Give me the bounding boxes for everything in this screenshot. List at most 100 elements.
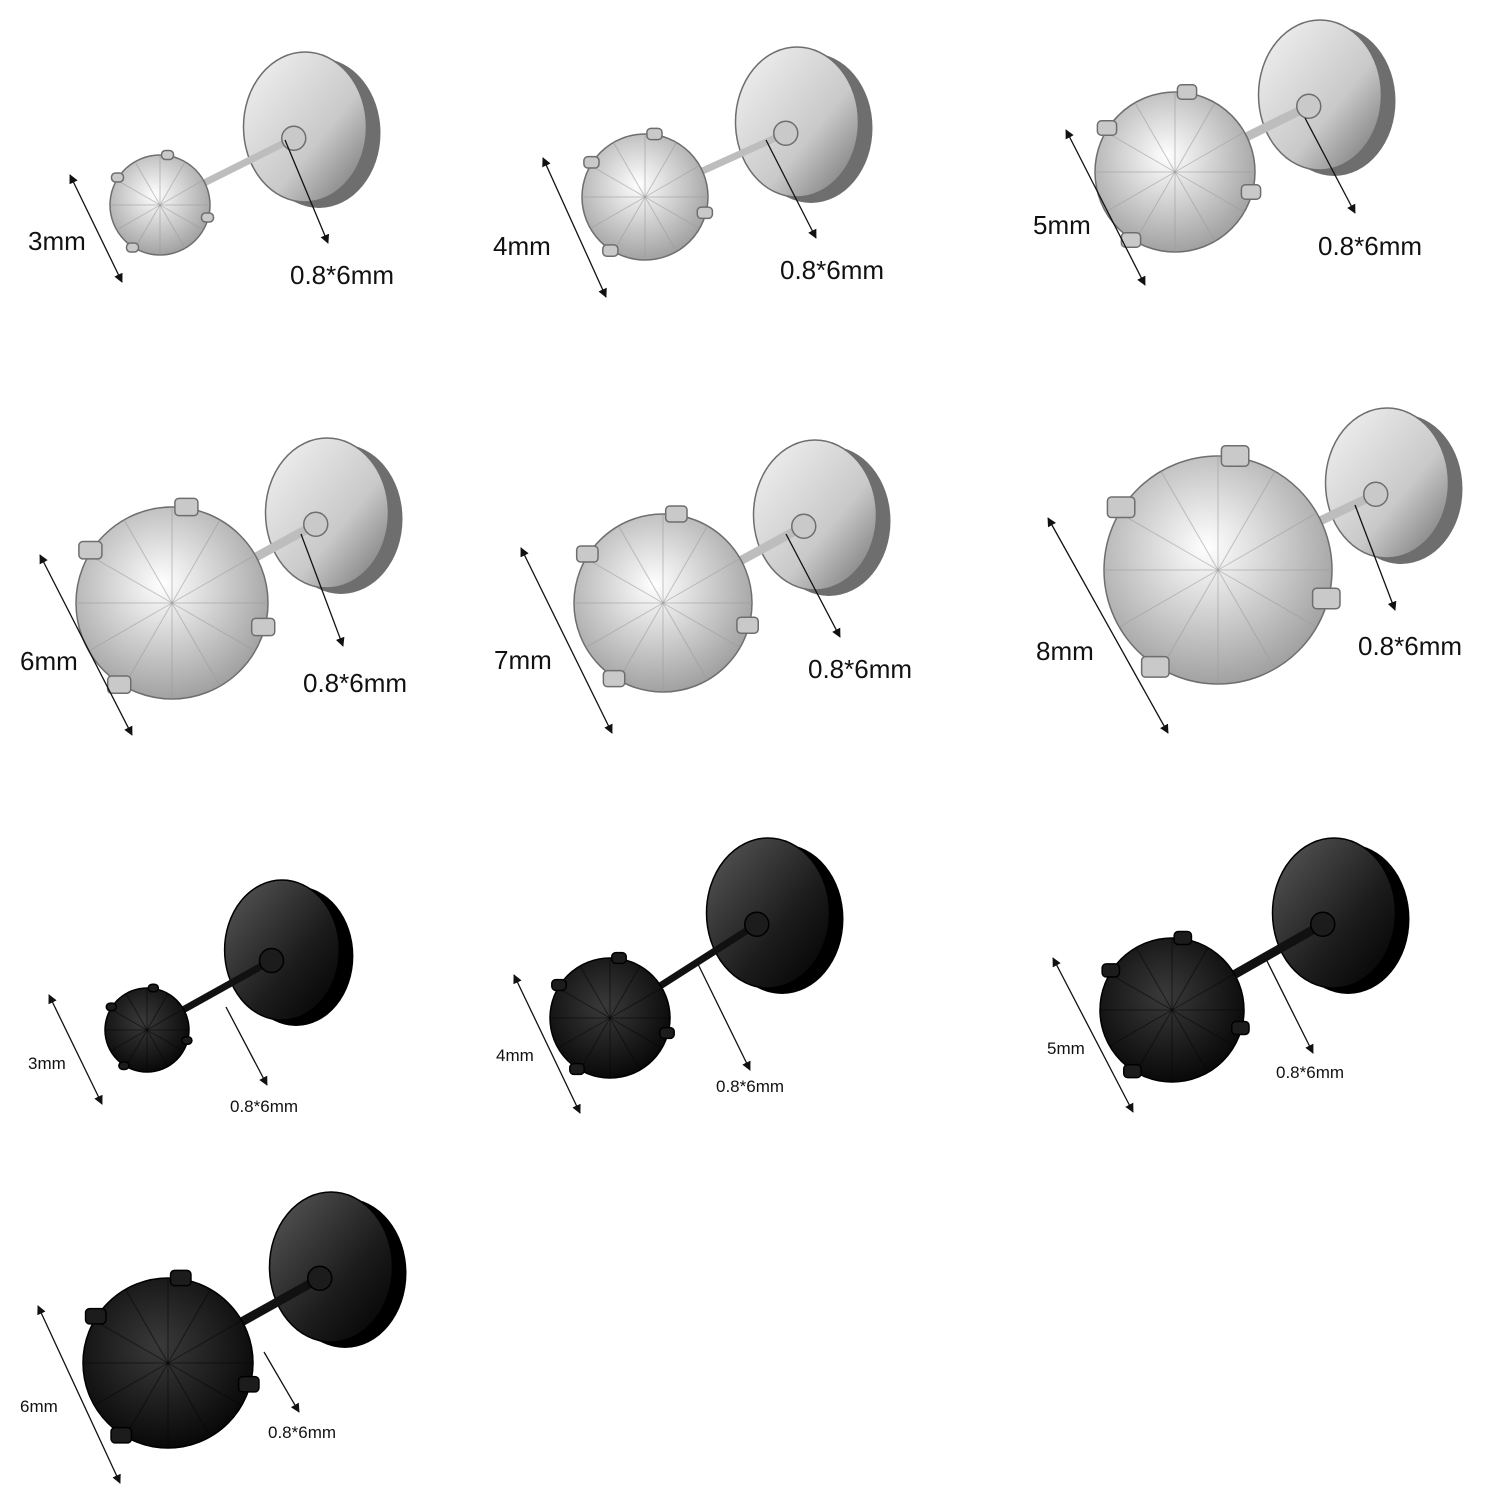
stone-facet [134, 161, 161, 206]
stone-facet [609, 987, 663, 1019]
stone-facet [125, 993, 148, 1031]
prong [250, 617, 276, 637]
stone-facet [167, 1362, 211, 1437]
post-hole [307, 1265, 333, 1291]
post-hole [258, 947, 285, 974]
post-size-arrow [263, 1351, 300, 1413]
stone-facet [1160, 471, 1219, 571]
stone-facet [1171, 973, 1235, 1011]
post-size-label: 0.8*6mm [1276, 1063, 1345, 1082]
stone-facet [146, 1029, 169, 1067]
black-screw-back-icon [705, 837, 831, 989]
prong [237, 1375, 260, 1393]
post-hole [744, 911, 770, 937]
post-size-arrow [695, 959, 751, 1071]
stone-size-label: 3mm [28, 1054, 66, 1073]
prong [110, 1426, 133, 1444]
stone-facet [110, 1029, 148, 1052]
stone-facet [1135, 947, 1173, 1011]
post-size-arrow [1304, 117, 1356, 214]
post-size-label: 0.8*6mm [780, 255, 885, 285]
post-size-label: 0.8*6mm [303, 668, 408, 698]
post-size-label: 0.8*6mm [1358, 631, 1463, 661]
stone-facet [1174, 131, 1245, 173]
stone-size-label: 4mm [496, 1046, 534, 1065]
stone-facet [1171, 947, 1209, 1011]
stone-facet [1217, 471, 1276, 571]
stone-facet [1171, 1009, 1209, 1073]
silver-screw-back-icon [242, 51, 368, 203]
silver-screw-back-icon [1257, 19, 1383, 171]
stone-facet [125, 1289, 169, 1364]
post-size-label: 0.8*6mm [716, 1077, 785, 1096]
stone-facet [1217, 569, 1276, 669]
stone-facet [662, 602, 741, 648]
stone-facet [110, 1008, 148, 1031]
silver-screw-back-icon [734, 46, 860, 198]
stone-facet [609, 1017, 663, 1049]
post-hole [1310, 911, 1336, 937]
stone-size-arrow [1065, 129, 1146, 286]
stone-size-arrow [513, 974, 581, 1114]
prong [118, 1061, 130, 1071]
post-size-label: 0.8*6mm [1318, 231, 1423, 261]
stone-facet [1134, 102, 1176, 173]
prong [736, 616, 759, 635]
stone-facet [618, 525, 664, 604]
stone-size-arrow [39, 554, 133, 736]
stone-facet [1217, 569, 1317, 628]
post-size-arrow [300, 533, 345, 647]
stone-facet [644, 142, 677, 198]
stone-facet [171, 602, 256, 652]
prong [1176, 84, 1198, 100]
post-hole [1363, 481, 1389, 507]
stone-facet [662, 602, 708, 681]
prong [200, 212, 215, 223]
prong [147, 983, 160, 993]
prong [696, 206, 714, 220]
black-screw-back-icon [223, 879, 341, 1021]
post-size-arrow [1354, 504, 1397, 611]
stone-facet [1171, 1009, 1235, 1047]
post-size-arrow [225, 1006, 268, 1086]
stone-size-arrow [37, 1305, 121, 1484]
stone-facet [1174, 171, 1245, 213]
prong [646, 127, 663, 141]
stone-facet [159, 204, 186, 249]
post-size-arrow [785, 533, 841, 638]
stone-facet [171, 602, 221, 687]
stone-facet [609, 1017, 641, 1071]
post-size-arrow [1263, 954, 1314, 1054]
stone-size-arrow [69, 174, 123, 283]
prong [169, 1269, 192, 1287]
stone-facet [579, 965, 611, 1019]
prong [1173, 930, 1193, 946]
stone-facet [167, 1289, 211, 1364]
stone-size-label: 8mm [1036, 636, 1094, 666]
stone-facet [146, 1029, 184, 1052]
stone-facet [1174, 171, 1216, 242]
post-hole [281, 125, 307, 151]
post-size-label: 0.8*6mm [290, 260, 395, 290]
prong [611, 951, 627, 965]
prong [181, 1035, 193, 1046]
stone-facet [644, 165, 700, 198]
post-hole [1296, 93, 1322, 119]
stone-size-arrow [520, 547, 613, 734]
prong [1231, 1020, 1250, 1036]
post-hole [773, 120, 799, 146]
prong [160, 149, 175, 161]
stone-facet [613, 142, 646, 198]
